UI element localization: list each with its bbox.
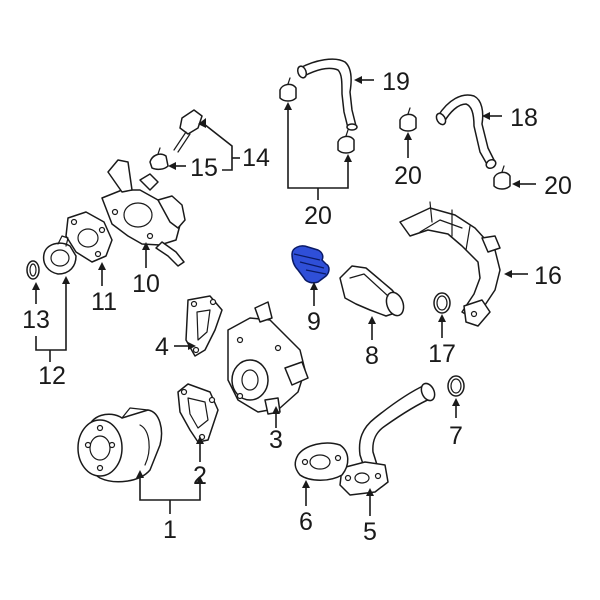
callout-15: 15 bbox=[190, 154, 218, 182]
callout-14: 14 bbox=[242, 144, 270, 172]
callout-7: 7 bbox=[449, 422, 463, 450]
part-9-temperature-sensor[interactable] bbox=[291, 245, 330, 284]
callout-3: 3 bbox=[269, 426, 283, 454]
callout-13: 13 bbox=[22, 306, 50, 334]
part-20-clamp-b[interactable] bbox=[337, 129, 355, 154]
callout-16: 16 bbox=[534, 262, 562, 290]
callout-17: 17 bbox=[428, 340, 456, 368]
callout-5: 5 bbox=[363, 518, 377, 546]
callout-18: 18 bbox=[510, 104, 538, 132]
part-5-water-pipe[interactable] bbox=[339, 381, 437, 496]
part-20-clamp-a[interactable] bbox=[279, 77, 297, 102]
part-14-sensor[interactable] bbox=[173, 109, 203, 153]
callout-labels: 1 2 3 4 5 6 7 8 9 10 11 12 13 14 15 16 1… bbox=[22, 68, 572, 546]
part-10-water-outlet[interactable] bbox=[101, 159, 186, 267]
part-20-clamp-c[interactable] bbox=[399, 107, 417, 132]
callout-20-right: 20 bbox=[544, 172, 572, 200]
part-8-thermostat-housing[interactable] bbox=[339, 265, 407, 318]
callout-10: 10 bbox=[132, 270, 160, 298]
part-18-hose[interactable] bbox=[435, 94, 498, 170]
part-20-clamp-d[interactable] bbox=[493, 165, 511, 190]
callout-11: 11 bbox=[91, 288, 117, 316]
callout-6: 6 bbox=[299, 508, 313, 536]
part-6-gasket[interactable] bbox=[294, 442, 349, 481]
part-13-seal[interactable] bbox=[26, 260, 40, 280]
part-11-gasket[interactable] bbox=[65, 211, 113, 263]
callout-20-left: 20 bbox=[304, 202, 332, 230]
part-17-o-ring[interactable] bbox=[433, 292, 451, 314]
callout-12: 12 bbox=[38, 362, 66, 390]
part-16-heater-pipe[interactable] bbox=[399, 201, 501, 327]
callout-9: 9 bbox=[307, 308, 321, 336]
callout-19: 19 bbox=[382, 68, 410, 96]
callout-1: 1 bbox=[163, 516, 177, 544]
callout-2: 2 bbox=[193, 462, 207, 490]
part-3-pump-housing[interactable] bbox=[227, 301, 309, 415]
part-15-clip[interactable] bbox=[149, 147, 169, 171]
part-12-thermostat[interactable] bbox=[42, 235, 77, 275]
callout-8: 8 bbox=[365, 342, 379, 370]
part-2-gasket[interactable] bbox=[177, 383, 219, 443]
callout-4: 4 bbox=[155, 333, 169, 361]
part-7-o-ring[interactable] bbox=[447, 375, 465, 397]
part-4-gasket[interactable] bbox=[185, 295, 223, 357]
part-1-water-pump[interactable] bbox=[77, 407, 163, 483]
callout-20-middle: 20 bbox=[394, 162, 422, 190]
leader-lines bbox=[32, 76, 536, 516]
part-19-hose[interactable] bbox=[296, 58, 358, 131]
